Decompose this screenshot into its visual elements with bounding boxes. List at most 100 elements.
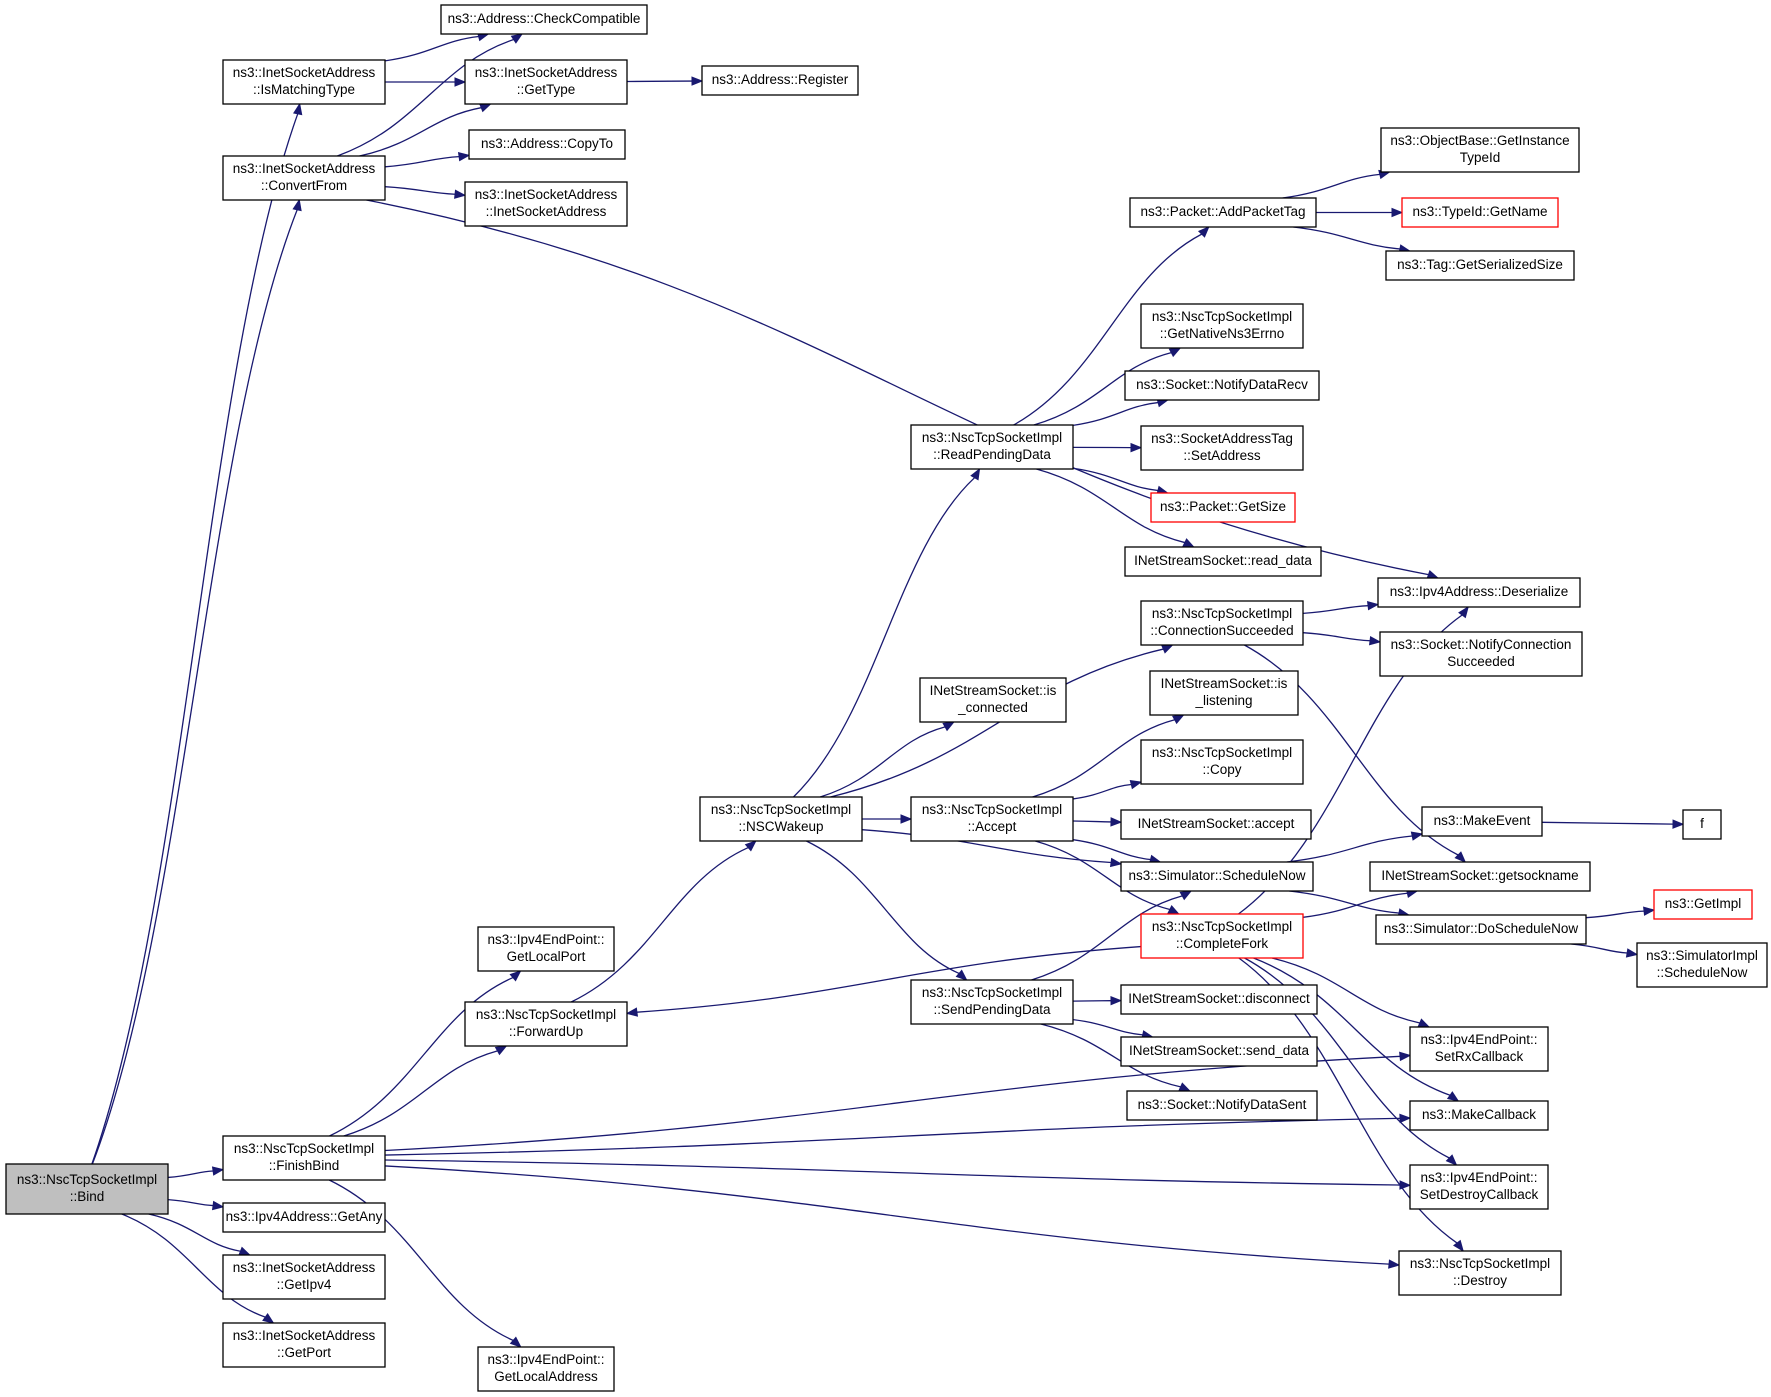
- node-is-listening[interactable]: INetStreamSocket::is_listening: [1149, 670, 1299, 716]
- edge-line: [384, 1159, 1401, 1186]
- node-get-native-errno[interactable]: ns3::NscTcpSocketImpl::GetNativeNs3Errno: [1140, 303, 1304, 349]
- node-simulator-impl-schedule-now[interactable]: ns3::SimulatorImpl::ScheduleNow: [1636, 942, 1768, 988]
- node-accept-impl[interactable]: ns3::NscTcpSocketImpl::Accept: [910, 796, 1074, 842]
- node-ep-get-local-port[interactable]: ns3::Ipv4EndPoint::GetLocalPort: [477, 926, 615, 972]
- node-inet-socket-address[interactable]: ns3::InetSocketAddress::InetSocketAddres…: [464, 181, 628, 227]
- node-label: ::InetSocketAddress: [486, 204, 607, 219]
- edge-bind-to-get_port: [121, 1213, 275, 1324]
- node-label: ns3::GetImpl: [1665, 896, 1742, 911]
- node-ep-get-local-address[interactable]: ns3::Ipv4EndPoint::GetLocalAddress: [477, 1346, 615, 1392]
- node-label: ns3::InetSocketAddress: [475, 65, 618, 80]
- edge-line: [636, 945, 1142, 1013]
- node-read-data[interactable]: INetStreamSocket::read_data: [1124, 546, 1322, 577]
- edge-arrowhead: [955, 969, 968, 981]
- node-disconnect[interactable]: INetStreamSocket::disconnect: [1120, 984, 1318, 1015]
- node-box: [1375, 914, 1587, 945]
- node-label: ns3::Simulator::DoScheduleNow: [1384, 921, 1579, 936]
- node-box: [1682, 809, 1722, 840]
- node-complete-fork[interactable]: ns3::NscTcpSocketImpl::CompleteFork: [1140, 913, 1304, 959]
- edge-arrowhead: [211, 1200, 225, 1211]
- node-set-address[interactable]: ns3::SocketAddressTag::SetAddress: [1140, 425, 1304, 471]
- node-label: ns3::Simulator::ScheduleNow: [1128, 868, 1305, 883]
- node-label: ns3::MakeEvent: [1434, 813, 1531, 828]
- node-make-callback[interactable]: ns3::MakeCallback: [1409, 1100, 1549, 1131]
- edge-arrowhead: [1172, 714, 1185, 725]
- node-add-packet-tag[interactable]: ns3::Packet::AddPacketTag: [1129, 197, 1317, 228]
- node-read-pending-data[interactable]: ns3::NscTcpSocketImpl::ReadPendingData: [910, 424, 1074, 470]
- node-convert-from[interactable]: ns3::InetSocketAddress::ConvertFrom: [222, 155, 386, 201]
- node-type-id-get-name[interactable]: ns3::TypeId::GetName: [1401, 197, 1559, 228]
- node-ipv4-deserialize[interactable]: ns3::Ipv4Address::Deserialize: [1377, 577, 1581, 608]
- edge-arrowhead: [691, 76, 704, 86]
- node-box: [1140, 425, 1304, 471]
- edge-bind-to-finish_bind: [167, 1166, 225, 1179]
- node-box: [222, 155, 386, 201]
- node-box: [1409, 1164, 1549, 1210]
- edge-arrowhead: [454, 77, 467, 87]
- edge-do_schedule_now-to-get_impl: [1585, 906, 1656, 919]
- edge-line: [384, 35, 479, 62]
- node-forward-up[interactable]: ns3::NscTcpSocketImpl::ForwardUp: [464, 1001, 628, 1047]
- node-copy-to[interactable]: ns3::Address::CopyTo: [468, 129, 626, 160]
- edge-complete_fork-to-forward_up: [625, 945, 1142, 1017]
- node-tag-get-serialized-size[interactable]: ns3::Tag::GetSerializedSize: [1385, 250, 1575, 281]
- node-get-type[interactable]: ns3::InetSocketAddress::GetType: [464, 59, 628, 105]
- node-get-ipv4[interactable]: ns3::InetSocketAddress::GetIpv4: [222, 1254, 386, 1300]
- edge-arrowhead: [1454, 851, 1467, 863]
- node-make-event[interactable]: ns3::MakeEvent: [1421, 806, 1543, 837]
- edge-arrowhead: [1109, 857, 1123, 868]
- node-get-port[interactable]: ns3::InetSocketAddress::GetPort: [222, 1322, 386, 1368]
- node-label: ::SendPendingData: [933, 1002, 1051, 1017]
- edge-send_pending_data-to-disconnect: [1072, 995, 1123, 1006]
- edge-line: [1072, 401, 1159, 426]
- node-finish-bind[interactable]: ns3::NscTcpSocketImpl::FinishBind: [222, 1135, 386, 1181]
- node-label: INetStreamSocket::accept: [1138, 816, 1295, 831]
- node-destroy[interactable]: ns3::NscTcpSocketImpl::Destroy: [1398, 1250, 1562, 1296]
- node-f[interactable]: f: [1682, 809, 1722, 840]
- node-nss-accept[interactable]: INetStreamSocket::accept: [1120, 809, 1312, 840]
- node-set-rx-callback[interactable]: ns3::Ipv4EndPoint::SetRxCallback: [1409, 1026, 1549, 1072]
- node-get-impl[interactable]: ns3::GetImpl: [1653, 889, 1753, 920]
- edge-connection_succeeded-to-notify_connection_succeeded: [1302, 632, 1382, 646]
- node-copy-impl[interactable]: ns3::NscTcpSocketImpl::Copy: [1140, 739, 1304, 785]
- node-check-compatible[interactable]: ns3::Address::CheckCompatible: [440, 4, 648, 35]
- node-do-schedule-now[interactable]: ns3::Simulator::DoScheduleNow: [1375, 914, 1587, 945]
- edge-arrowhead: [454, 189, 467, 199]
- node-connection-succeeded[interactable]: ns3::NscTcpSocketImpl::ConnectionSucceed…: [1140, 600, 1304, 646]
- node-label: ns3::ObjectBase::GetInstance: [1390, 133, 1569, 148]
- node-send-data[interactable]: INetStreamSocket::send_data: [1120, 1036, 1318, 1067]
- node-label: Succeeded: [1447, 654, 1515, 669]
- node-ipv4-get-any[interactable]: ns3::Ipv4Address::GetAny: [222, 1202, 386, 1233]
- node-box: [1124, 546, 1322, 577]
- node-notify-data-sent[interactable]: ns3::Socket::NotifyDataSent: [1126, 1090, 1318, 1121]
- node-is-connected[interactable]: INetStreamSocket::is_connected: [919, 677, 1067, 723]
- edge-bind-to-ipv4_get_any: [167, 1198, 225, 1211]
- node-label: ::GetPort: [277, 1345, 331, 1360]
- node-label: ns3::Tag::GetSerializedSize: [1397, 257, 1563, 272]
- node-box: [468, 129, 626, 160]
- node-packet-get-size[interactable]: ns3::Packet::GetSize: [1150, 492, 1296, 523]
- node-address-register[interactable]: ns3::Address::Register: [701, 65, 859, 96]
- edge-line: [366, 199, 1429, 576]
- edge-arrowhead: [1446, 1091, 1460, 1102]
- node-nsc-wakeup[interactable]: ns3::NscTcpSocketImpl::NSCWakeup: [699, 796, 863, 842]
- edge-send_pending_data-to-schedule_now: [1031, 890, 1193, 981]
- edge-schedule_now-to-make_event: [1286, 831, 1424, 863]
- node-label: _listening: [1194, 693, 1252, 708]
- node-send-pending-data[interactable]: ns3::NscTcpSocketImpl::SendPendingData: [910, 979, 1074, 1025]
- node-label: GetLocalAddress: [494, 1369, 598, 1384]
- node-set-destroy-callback[interactable]: ns3::Ipv4EndPoint::SetDestroyCallback: [1409, 1164, 1549, 1210]
- edge-line: [1571, 943, 1628, 954]
- node-notify-data-recv[interactable]: ns3::Socket::NotifyDataRecv: [1124, 370, 1320, 401]
- edge-line: [1072, 839, 1151, 861]
- edge-finish_bind-to-destroy: [384, 1165, 1401, 1269]
- node-label: ns3::NscTcpSocketImpl: [711, 802, 851, 817]
- node-box: [222, 1322, 386, 1368]
- node-label: INetStreamSocket::is: [1161, 676, 1288, 691]
- node-is-matching-type[interactable]: ns3::InetSocketAddress::IsMatchingType: [222, 59, 386, 105]
- node-getsockname[interactable]: INetStreamSocket::getsockname: [1369, 861, 1591, 892]
- node-box: [1409, 1026, 1549, 1072]
- node-schedule-now[interactable]: ns3::Simulator::ScheduleNow: [1120, 861, 1314, 892]
